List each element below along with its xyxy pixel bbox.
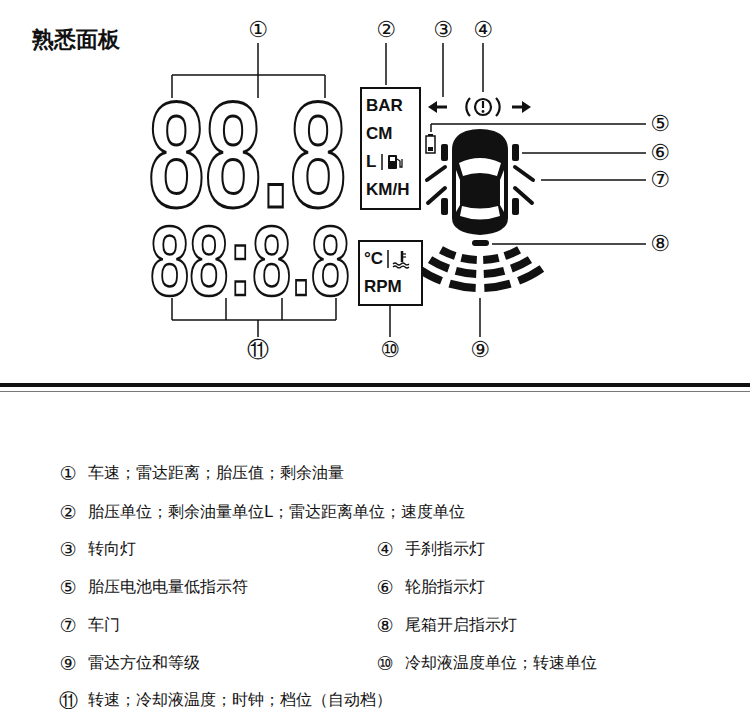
description-text: 轮胎指示灯 — [405, 577, 485, 596]
callout-number: ⑦ — [59, 616, 76, 635]
radar-segment — [484, 280, 511, 292]
lcd-digits: 88:8.8 — [150, 212, 350, 310]
radar-arcs — [416, 246, 544, 292]
door-indicators — [427, 167, 533, 203]
radar-segment — [504, 246, 521, 260]
callout-number: ③ — [59, 540, 76, 559]
unit-text: °C — [364, 249, 383, 269]
unit-box: °C RPM — [358, 240, 423, 306]
callout-number: ⑩ — [380, 339, 400, 361]
description-text: 冷却液温度单位；转速单位 — [405, 653, 597, 672]
description-text: 转向灯 — [88, 539, 136, 558]
separator-rule — [0, 391, 750, 392]
description-text: 车门 — [88, 615, 120, 634]
callout-number: ⑨ — [470, 339, 490, 361]
description-text: 胎压单位；剩余油量单位L；雷达距离单位；速度单位 — [88, 502, 465, 521]
unit-text: L — [366, 152, 376, 172]
callout-number: ⑩ — [376, 654, 393, 673]
fuel-icon — [379, 153, 405, 171]
callout-number: ⑦ — [650, 169, 670, 191]
trunk-indicator — [472, 240, 489, 246]
radar-segment — [428, 256, 450, 272]
callout-number: ② — [376, 19, 396, 41]
callout-number: ⑤ — [650, 113, 670, 135]
unit-text: KM/H — [366, 180, 409, 200]
radar-segment — [510, 256, 532, 272]
battery-symbol — [426, 134, 435, 153]
radar-segment — [460, 254, 477, 264]
radar-segment — [517, 265, 544, 284]
radar-segment — [449, 280, 476, 292]
handbrake-symbol — [466, 98, 499, 116]
callout-number: ① — [248, 19, 268, 41]
radar-segment — [455, 267, 477, 278]
separator-rule — [0, 383, 750, 387]
callout-number: ⑪ — [59, 691, 78, 710]
description-text: 尾箱开启指示灯 — [405, 615, 517, 634]
callout-number: ⑥ — [376, 578, 393, 597]
callout-number: ⑤ — [59, 578, 76, 597]
unit-text: BAR — [366, 96, 403, 116]
callout-number: ③ — [433, 19, 453, 41]
callout-number: ⑥ — [650, 142, 670, 164]
turn-arrows — [428, 101, 531, 113]
callout-number: ② — [59, 503, 76, 522]
description-text: 手刹指示灯 — [405, 539, 485, 558]
callout-number: ① — [59, 464, 76, 483]
unit-text: CM — [366, 124, 392, 144]
description-text: 车速；雷达距离；胎压值；剩余油量 — [88, 463, 344, 482]
radar-segment — [483, 254, 500, 264]
description-text: 雷达方位和等级 — [88, 653, 200, 672]
callout-number: ⑨ — [59, 654, 76, 673]
callout-number: ⑧ — [650, 233, 670, 255]
coolant-icon — [385, 249, 413, 269]
unit-box: BAR CM L KM/H — [360, 87, 421, 210]
callout-number: ④ — [473, 19, 493, 41]
unit-text: RPM — [364, 277, 402, 297]
description-text: 胎压电池电量低指示符 — [88, 577, 248, 596]
radar-segment — [439, 246, 456, 260]
panel-title: 熟悉面板 — [32, 27, 120, 53]
car-top-view — [441, 129, 519, 235]
callout-number: ④ — [376, 540, 393, 559]
callout-number: ⑧ — [376, 616, 393, 635]
callout-number: ⑪ — [247, 339, 269, 361]
lcd-digits: 88.8 — [148, 80, 347, 230]
radar-segment — [484, 267, 506, 278]
description-text: 转速；冷却液温度；时钟；档位（自动档） — [88, 690, 392, 709]
